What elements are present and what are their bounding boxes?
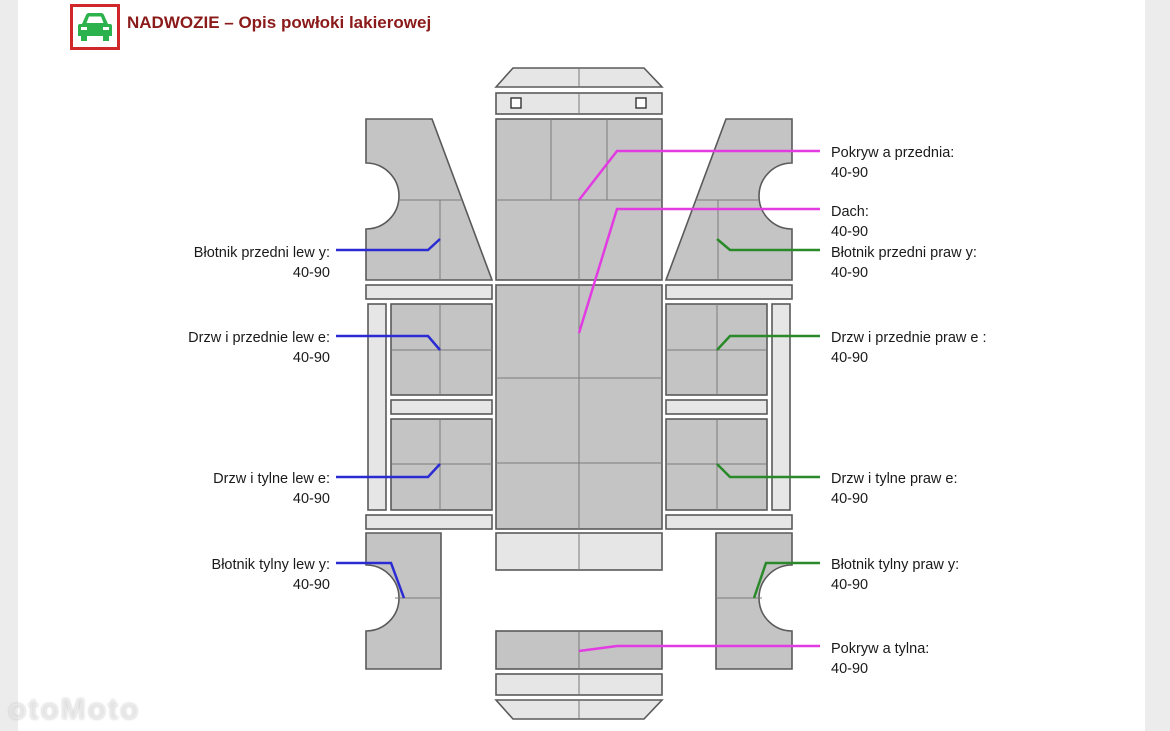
svg-text:Błotnik przedni praw y:: Błotnik przedni praw y: [831, 245, 977, 261]
rear-door-left-panel [390, 418, 493, 511]
right-sill [771, 303, 791, 511]
front-fender-left-panel [365, 118, 494, 281]
label-rear-door-left: Drzw i tylne lew e: 40-90 [213, 471, 330, 507]
label-trunk: Pokryw a tylna: 40-90 [831, 641, 929, 677]
front-bumper [494, 67, 664, 88]
page-title: NADWOZIE – Opis powłoki lakierowej [127, 13, 432, 32]
svg-text:40-90: 40-90 [831, 224, 868, 240]
watermark: otoMoto [8, 693, 141, 726]
left-rocker-front [365, 284, 493, 300]
leader-front-door-right [716, 334, 820, 351]
svg-text:Pokryw a tylna:: Pokryw a tylna: [831, 641, 929, 657]
front-fender-right-panel [664, 118, 793, 281]
right-pillar [665, 399, 768, 415]
svg-text:40-90: 40-90 [831, 661, 868, 677]
svg-text:Pokryw a przednia:: Pokryw a przednia: [831, 145, 954, 161]
right-rocker-rear [665, 514, 793, 530]
leader-roof [577, 207, 820, 334]
svg-text:Dach:: Dach: [831, 204, 869, 220]
label-rear-fender-right: Błotnik tylny praw y: 40-90 [831, 557, 959, 593]
svg-text:40-90: 40-90 [293, 265, 330, 281]
svg-text:40-90: 40-90 [831, 577, 868, 593]
leader-front-fender-left [336, 238, 441, 252]
svg-text:40-90: 40-90 [831, 350, 868, 366]
label-front-fender-right: Błotnik przedni praw y: 40-90 [831, 245, 977, 281]
svg-text:Drzw i tylne praw e:: Drzw i tylne praw e: [831, 471, 958, 487]
rear-trim-strip [495, 673, 663, 696]
leader-rear-door-right [716, 463, 820, 479]
label-front-hood: Pokryw a przednia: 40-90 [831, 145, 954, 181]
leader-rear-fender-right [752, 561, 820, 599]
svg-text:40-90: 40-90 [293, 577, 330, 593]
svg-text:40-90: 40-90 [831, 491, 868, 507]
roof-panel [495, 284, 663, 530]
rear-bumper [494, 699, 664, 720]
svg-text:Drzw i przednie praw e :: Drzw i przednie praw e : [831, 330, 987, 346]
left-rocker-rear [365, 514, 493, 530]
leader-front-door-left [336, 334, 441, 351]
car-icon [78, 13, 112, 41]
svg-text:Błotnik tylny lew y:: Błotnik tylny lew y: [212, 557, 330, 573]
leader-rear-door-left [336, 463, 441, 479]
leader-front-hood [578, 149, 820, 201]
label-front-door-left: Drzw i przednie lew e: 40-90 [188, 330, 330, 366]
left-sill [367, 303, 387, 511]
label-roof: Dach: 40-90 [831, 204, 869, 240]
label-rear-door-right: Drzw i tylne praw e: 40-90 [831, 471, 958, 507]
label-front-fender-left: Błotnik przedni lew y: 40-90 [194, 245, 330, 281]
svg-text:Drzw i tylne lew e:: Drzw i tylne lew e: [213, 471, 330, 487]
svg-text:40-90: 40-90 [293, 350, 330, 366]
rear-fender-right-panel [715, 532, 793, 670]
leader-rear-fender-left [336, 561, 406, 599]
label-front-door-right: Drzw i przednie praw e : 40-90 [831, 330, 987, 366]
leader-front-fender-right [716, 238, 820, 252]
svg-text:40-90: 40-90 [293, 491, 330, 507]
svg-text:Błotnik tylny praw y:: Błotnik tylny praw y: [831, 557, 959, 573]
leader-trunk [578, 644, 820, 653]
front-grille [495, 92, 663, 115]
label-rear-fender-left: Błotnik tylny lew y: 40-90 [212, 557, 330, 593]
front-door-left-panel [390, 303, 493, 396]
svg-text:40-90: 40-90 [831, 265, 868, 281]
svg-text:Błotnik przedni lew y:: Błotnik przedni lew y: [194, 245, 330, 261]
right-rocker-front [665, 284, 793, 300]
svg-text:Drzw i przednie lew e:: Drzw i przednie lew e: [188, 330, 330, 346]
car-badge [70, 4, 120, 50]
rear-fender-left-panel [365, 532, 442, 670]
left-pillar [390, 399, 493, 415]
svg-text:40-90: 40-90 [831, 165, 868, 181]
rear-window-strip [495, 532, 663, 571]
